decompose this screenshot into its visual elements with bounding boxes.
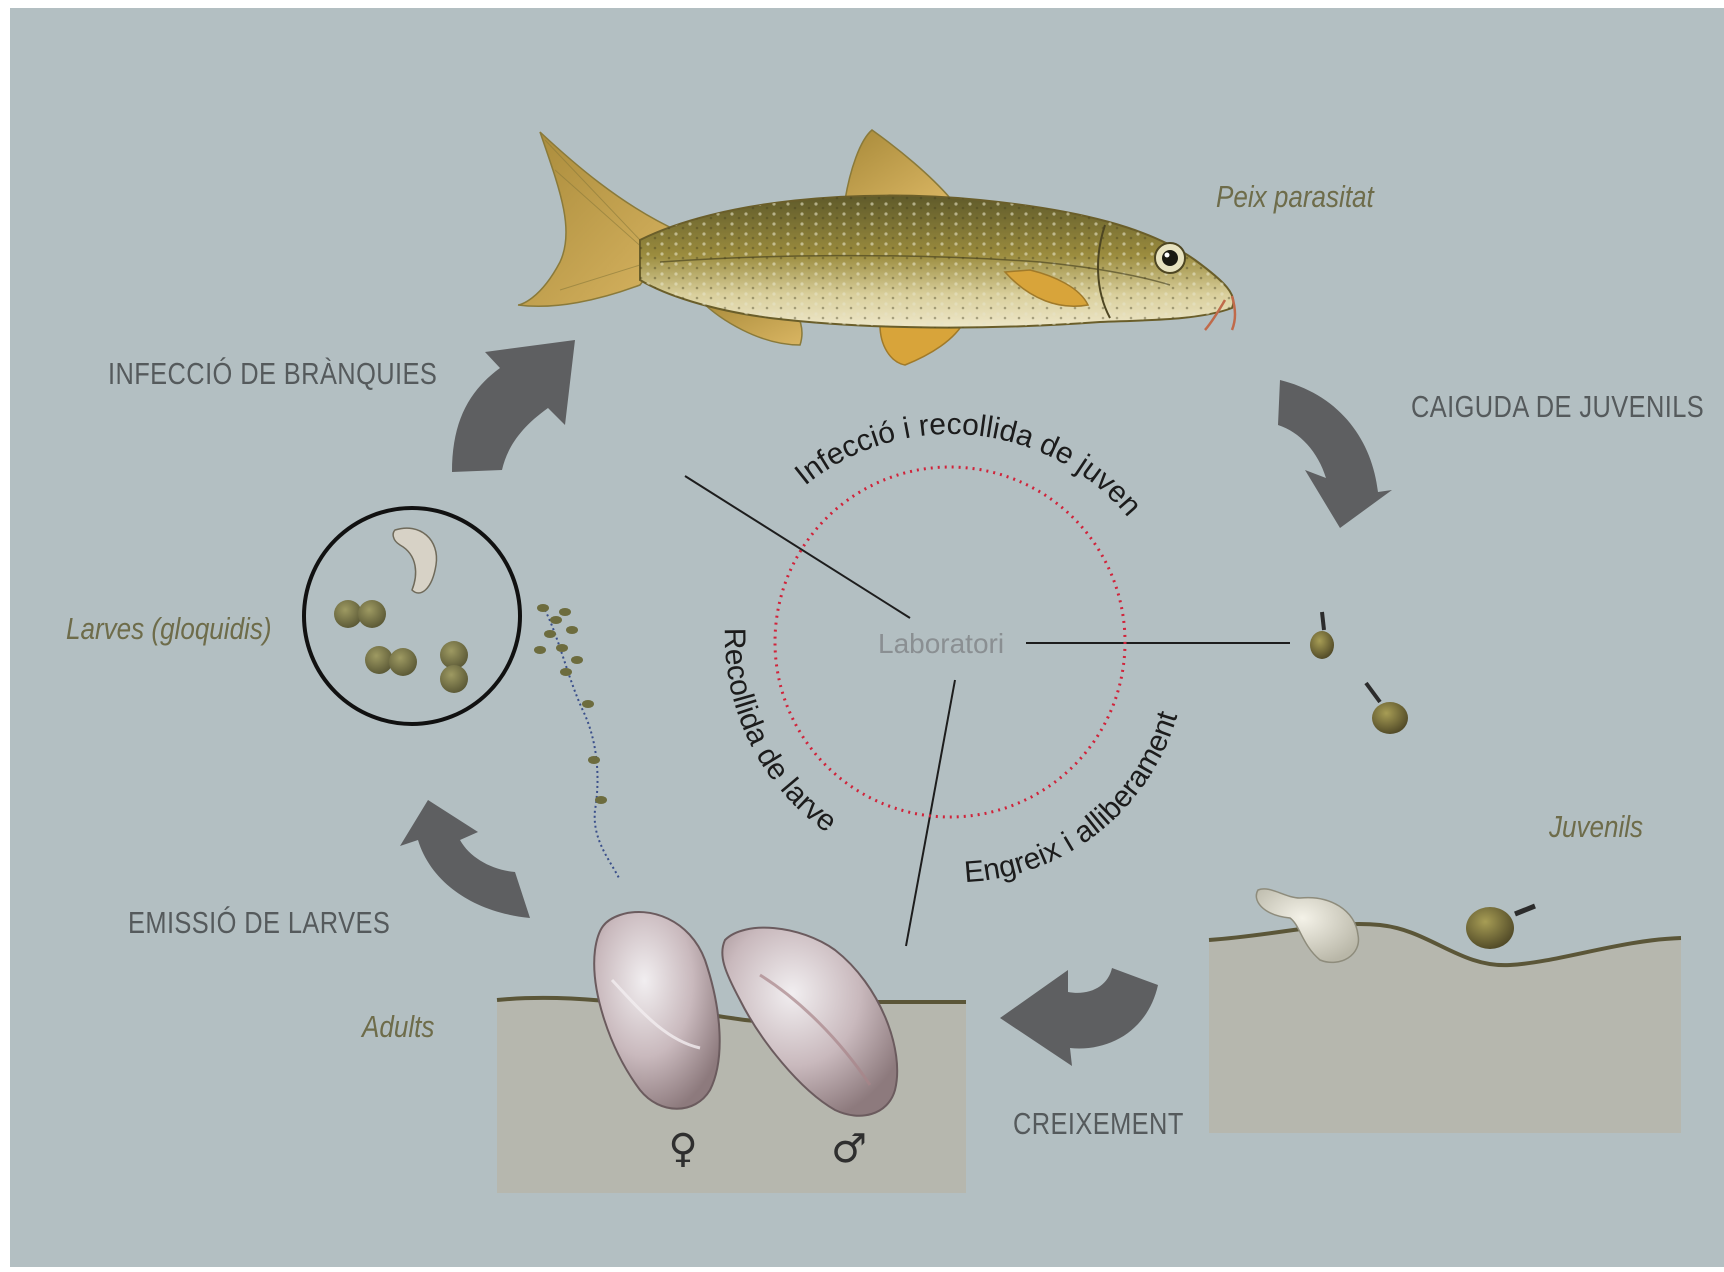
label-juvenils: Juvenils [1549, 811, 1643, 842]
label-caiguda-juvenils: CAIGUDA DE JUVENILS [1411, 391, 1704, 422]
label-infeccio-branquies: INFECCIÓ DE BRÀNQUIES [108, 358, 437, 389]
sediment-adults [497, 998, 966, 1193]
label-larves-gloquidis: Larves (gloquidis) [66, 613, 272, 644]
sediment-juvenils [1209, 924, 1681, 1133]
label-peix-parasitat: Peix parasitat [1216, 181, 1374, 212]
male-symbol-icon: ♂ [831, 1126, 867, 1172]
label-emissio-larves: EMISSIÓ DE LARVES [128, 907, 390, 938]
female-symbol-icon: ♀ [668, 1126, 697, 1172]
label-creixement: CREIXEMENT [1013, 1108, 1184, 1139]
label-laboratori: Laboratori [878, 630, 1004, 658]
label-adults: Adults [362, 1011, 434, 1042]
